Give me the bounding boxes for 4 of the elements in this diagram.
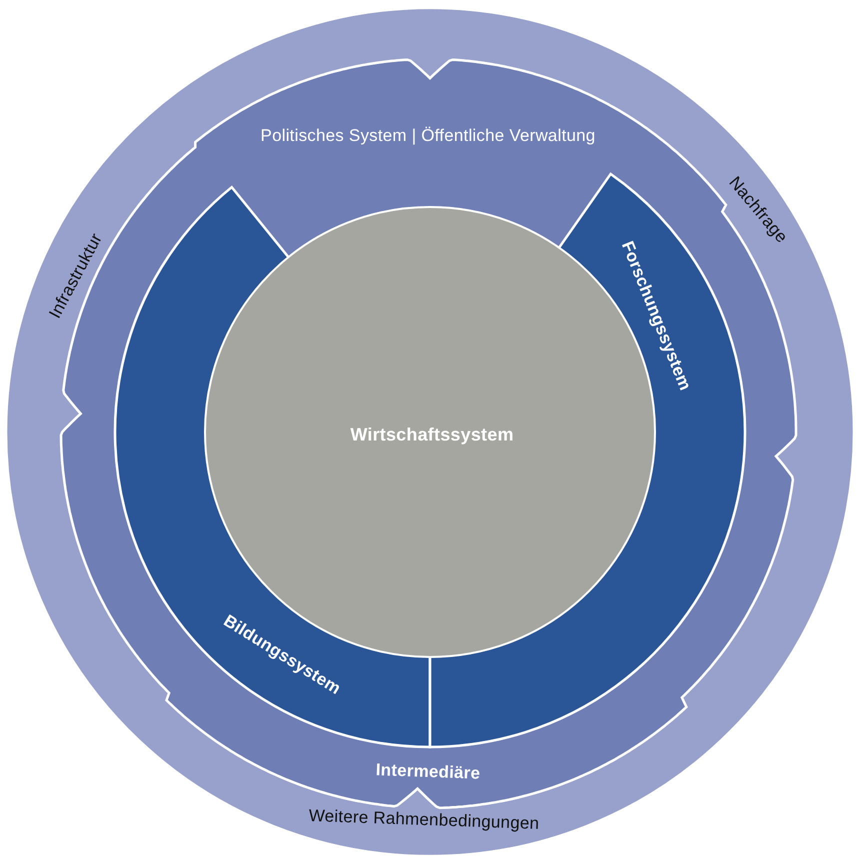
segment-label: Intermediäre bbox=[375, 760, 481, 784]
segment-label: Weitere Rahmenbedingungen bbox=[308, 806, 540, 834]
segment-label: Politisches System | Öffentliche Verwaltung bbox=[260, 126, 596, 146]
segment-label: Wirtschaftssystem bbox=[350, 424, 514, 446]
